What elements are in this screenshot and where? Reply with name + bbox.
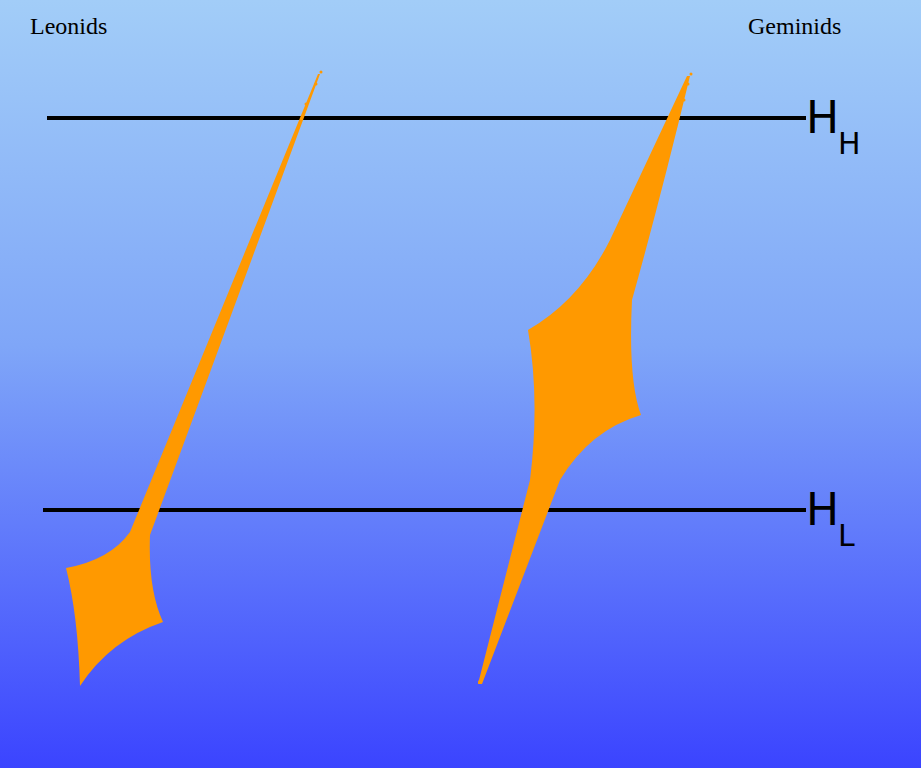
- geminid-meteor: [478, 76, 690, 684]
- altitude-symbol: H: [806, 96, 839, 140]
- high-altitude-line: [47, 116, 806, 120]
- leonid-meteor: [66, 74, 320, 686]
- shower-name: Leonids: [30, 14, 107, 38]
- altitude-symbol: H: [806, 488, 839, 532]
- shower-name: Geminids: [748, 14, 841, 38]
- altitude-subscript: L: [838, 521, 855, 551]
- altitude-subscript: H: [838, 129, 861, 159]
- meteor-dust: [305, 71, 693, 685]
